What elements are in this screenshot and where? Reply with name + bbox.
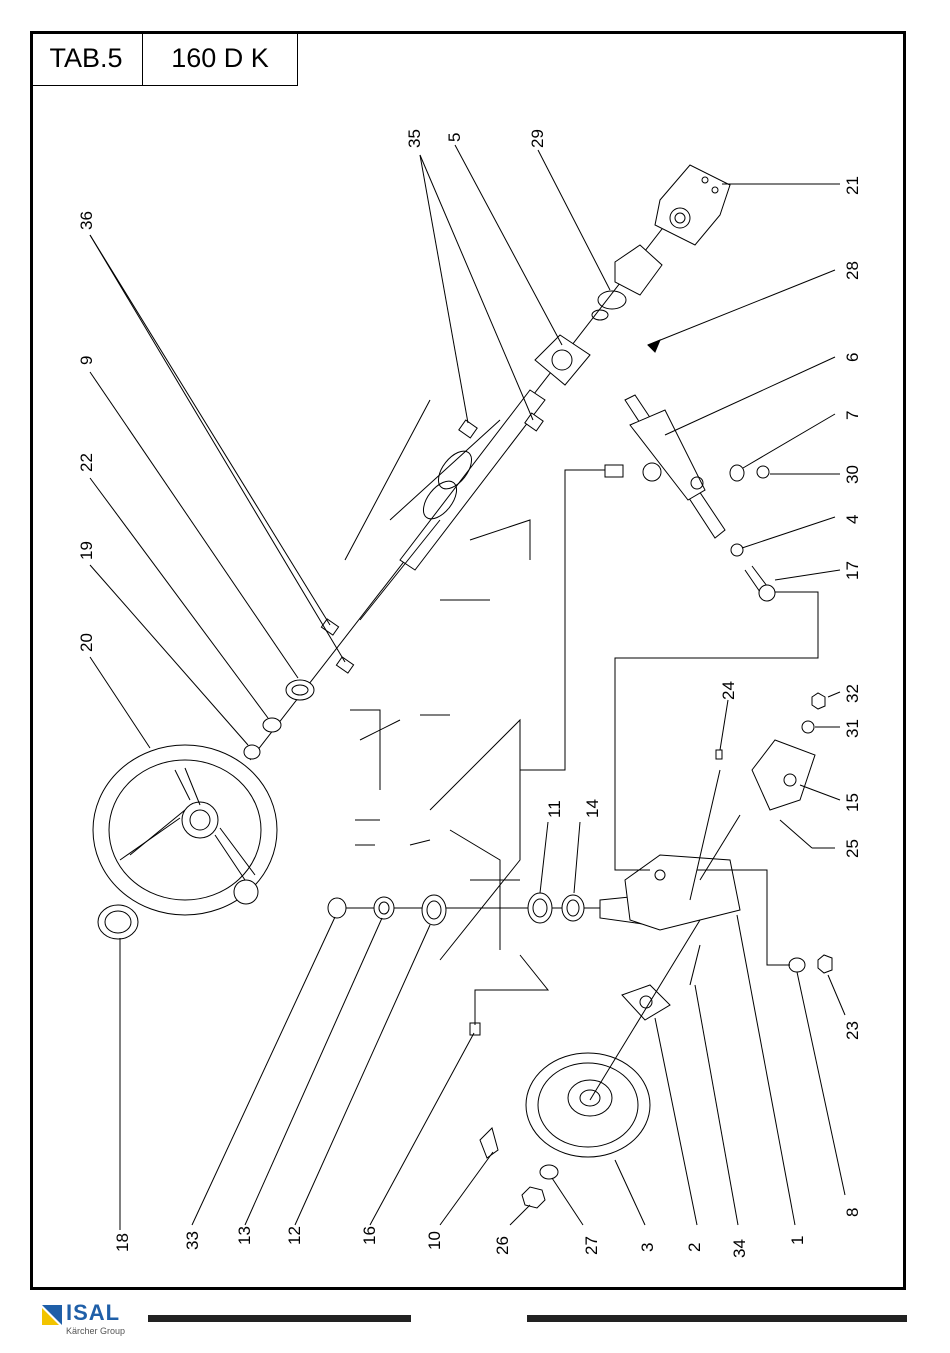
callout-18: 18 bbox=[113, 1233, 132, 1252]
callout-12: 12 bbox=[285, 1226, 304, 1245]
callout-33: 33 bbox=[183, 1231, 202, 1250]
callout-8: 8 bbox=[843, 1208, 862, 1217]
callout-13: 13 bbox=[235, 1226, 254, 1245]
callout-16: 16 bbox=[360, 1226, 379, 1245]
callout-26: 26 bbox=[493, 1236, 512, 1255]
callout-5: 5 bbox=[445, 133, 464, 142]
callout-36: 36 bbox=[77, 211, 96, 230]
callout-1: 1 bbox=[788, 1236, 807, 1245]
callout-17: 17 bbox=[843, 561, 862, 580]
callout-22: 22 bbox=[77, 453, 96, 472]
callout-3: 3 bbox=[638, 1243, 657, 1252]
callout-32: 32 bbox=[843, 684, 862, 703]
callout-30: 30 bbox=[843, 465, 862, 484]
callout-19: 19 bbox=[77, 541, 96, 560]
callout-35: 35 bbox=[405, 129, 424, 148]
callout-31: 31 bbox=[843, 719, 862, 738]
callout-27: 27 bbox=[582, 1236, 601, 1255]
footer-bar-right bbox=[527, 1315, 907, 1322]
callout-15: 15 bbox=[843, 793, 862, 812]
callout-6: 6 bbox=[843, 353, 862, 362]
callout-numbers: 35 5 29 36 21 28 6 9 7 30 22 4 19 17 20 … bbox=[77, 129, 862, 1258]
callout-11: 11 bbox=[545, 800, 564, 818]
callout-9: 9 bbox=[77, 356, 96, 365]
callout-10: 10 bbox=[425, 1231, 444, 1250]
brand-name: ISAL bbox=[66, 1300, 120, 1326]
callout-29: 29 bbox=[528, 129, 547, 148]
steering-wheel bbox=[93, 745, 277, 939]
brand-subtitle: Kärcher Group bbox=[66, 1326, 125, 1336]
callout-28: 28 bbox=[843, 261, 862, 280]
chassis-frame-fragment bbox=[350, 520, 530, 960]
callout-14: 14 bbox=[583, 799, 602, 818]
steering-column-assembly bbox=[244, 165, 730, 760]
callout-4: 4 bbox=[843, 515, 862, 524]
callout-21: 21 bbox=[843, 176, 862, 195]
callout-23: 23 bbox=[843, 1021, 862, 1040]
steering-cylinder bbox=[605, 395, 825, 848]
callout-7: 7 bbox=[843, 411, 862, 420]
callout-24: 24 bbox=[719, 681, 738, 700]
callout-2: 2 bbox=[685, 1243, 704, 1252]
callout-34: 34 bbox=[730, 1239, 749, 1258]
footer-bar-left bbox=[148, 1315, 411, 1322]
callout-25: 25 bbox=[843, 839, 862, 858]
axle-assembly bbox=[328, 855, 832, 1208]
callout-20: 20 bbox=[77, 633, 96, 652]
